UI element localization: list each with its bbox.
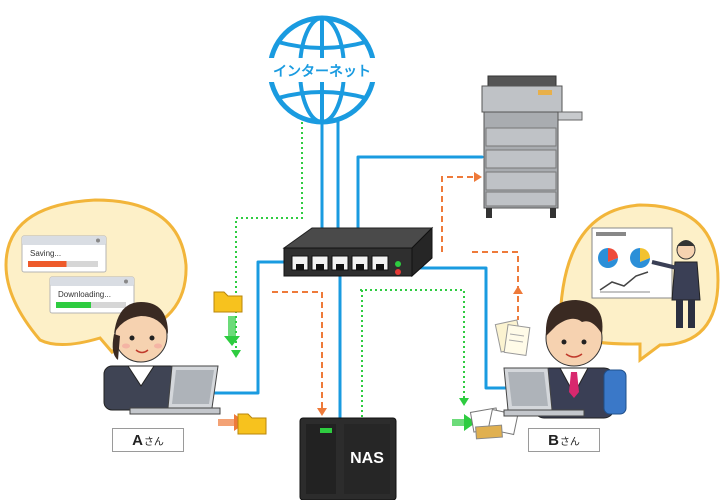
- green-gradient-arrow-b: [452, 419, 466, 426]
- orange-gradient-arrow: [218, 419, 236, 426]
- traffic-nas-b: [360, 289, 465, 400]
- person-b-chair: [603, 369, 627, 415]
- photos-icon: [469, 407, 519, 440]
- cable-switch-pc-b: [384, 266, 514, 390]
- cable-switch-printer: [356, 155, 484, 264]
- arrow-up-orange: [513, 286, 523, 294]
- internet-traffic-lines: [235, 122, 465, 420]
- green-gradient-arrow-head: [224, 336, 240, 346]
- traffic-internet-a: [235, 122, 303, 352]
- download-progress-fill: [56, 302, 91, 308]
- person-a-name: A: [132, 431, 143, 449]
- green-gradient-arrow-b-head: [464, 414, 476, 431]
- cable-switch-pc-a: [213, 260, 298, 395]
- arrow-down-green-b: [459, 398, 469, 406]
- green-gradient-arrow: [228, 316, 236, 338]
- thought-bubble-b: [558, 203, 720, 363]
- flow-arrows: [218, 172, 523, 431]
- person-b-honorific: さん: [559, 436, 580, 448]
- person-b: [533, 300, 627, 419]
- laptop-icon: [503, 367, 585, 417]
- globe-icon: インターネット: [266, 15, 378, 125]
- folder-icon: [213, 291, 243, 313]
- person-a-honorific: さん: [143, 436, 164, 448]
- person-a: [103, 302, 179, 411]
- lan-cables: [213, 106, 514, 420]
- power-led-green: [395, 261, 401, 267]
- multifunction-printer-icon: [481, 75, 583, 218]
- internet-label: インターネット: [273, 64, 371, 80]
- downloading-window: Downloading...: [49, 276, 135, 314]
- presenter-icon: [651, 240, 701, 328]
- presentation-board: [591, 227, 673, 299]
- arrow-down-orange: [317, 408, 327, 416]
- nas-device-icon: NAS: [299, 417, 397, 500]
- saving-window: Saving...: [21, 235, 107, 273]
- window-close-icon: [96, 238, 100, 243]
- thought-bubble-a: Saving... Downloading...: [4, 198, 188, 355]
- laptop-icon: [129, 365, 221, 415]
- documents-icon: [494, 319, 531, 356]
- power-led-red: [395, 269, 401, 275]
- saving-progress-fill: [28, 261, 67, 267]
- saving-label: Saving...: [30, 249, 61, 258]
- window-close-icon: [124, 279, 128, 284]
- file-transfer-lines: [272, 176, 519, 410]
- nas-status-led: [320, 428, 332, 433]
- folder-icon: [237, 413, 267, 435]
- nas-label: NAS: [350, 450, 384, 467]
- network-switch-icon: [282, 226, 434, 278]
- arrow-right-orange: [474, 172, 482, 182]
- arrow-down-green: [231, 350, 241, 358]
- transfer-b-switch: [472, 251, 519, 320]
- transfer-a-nas: [272, 291, 323, 410]
- person-b-name: B: [548, 431, 559, 449]
- transfer-b-printer: [441, 176, 474, 252]
- downloading-label: Downloading...: [58, 290, 111, 299]
